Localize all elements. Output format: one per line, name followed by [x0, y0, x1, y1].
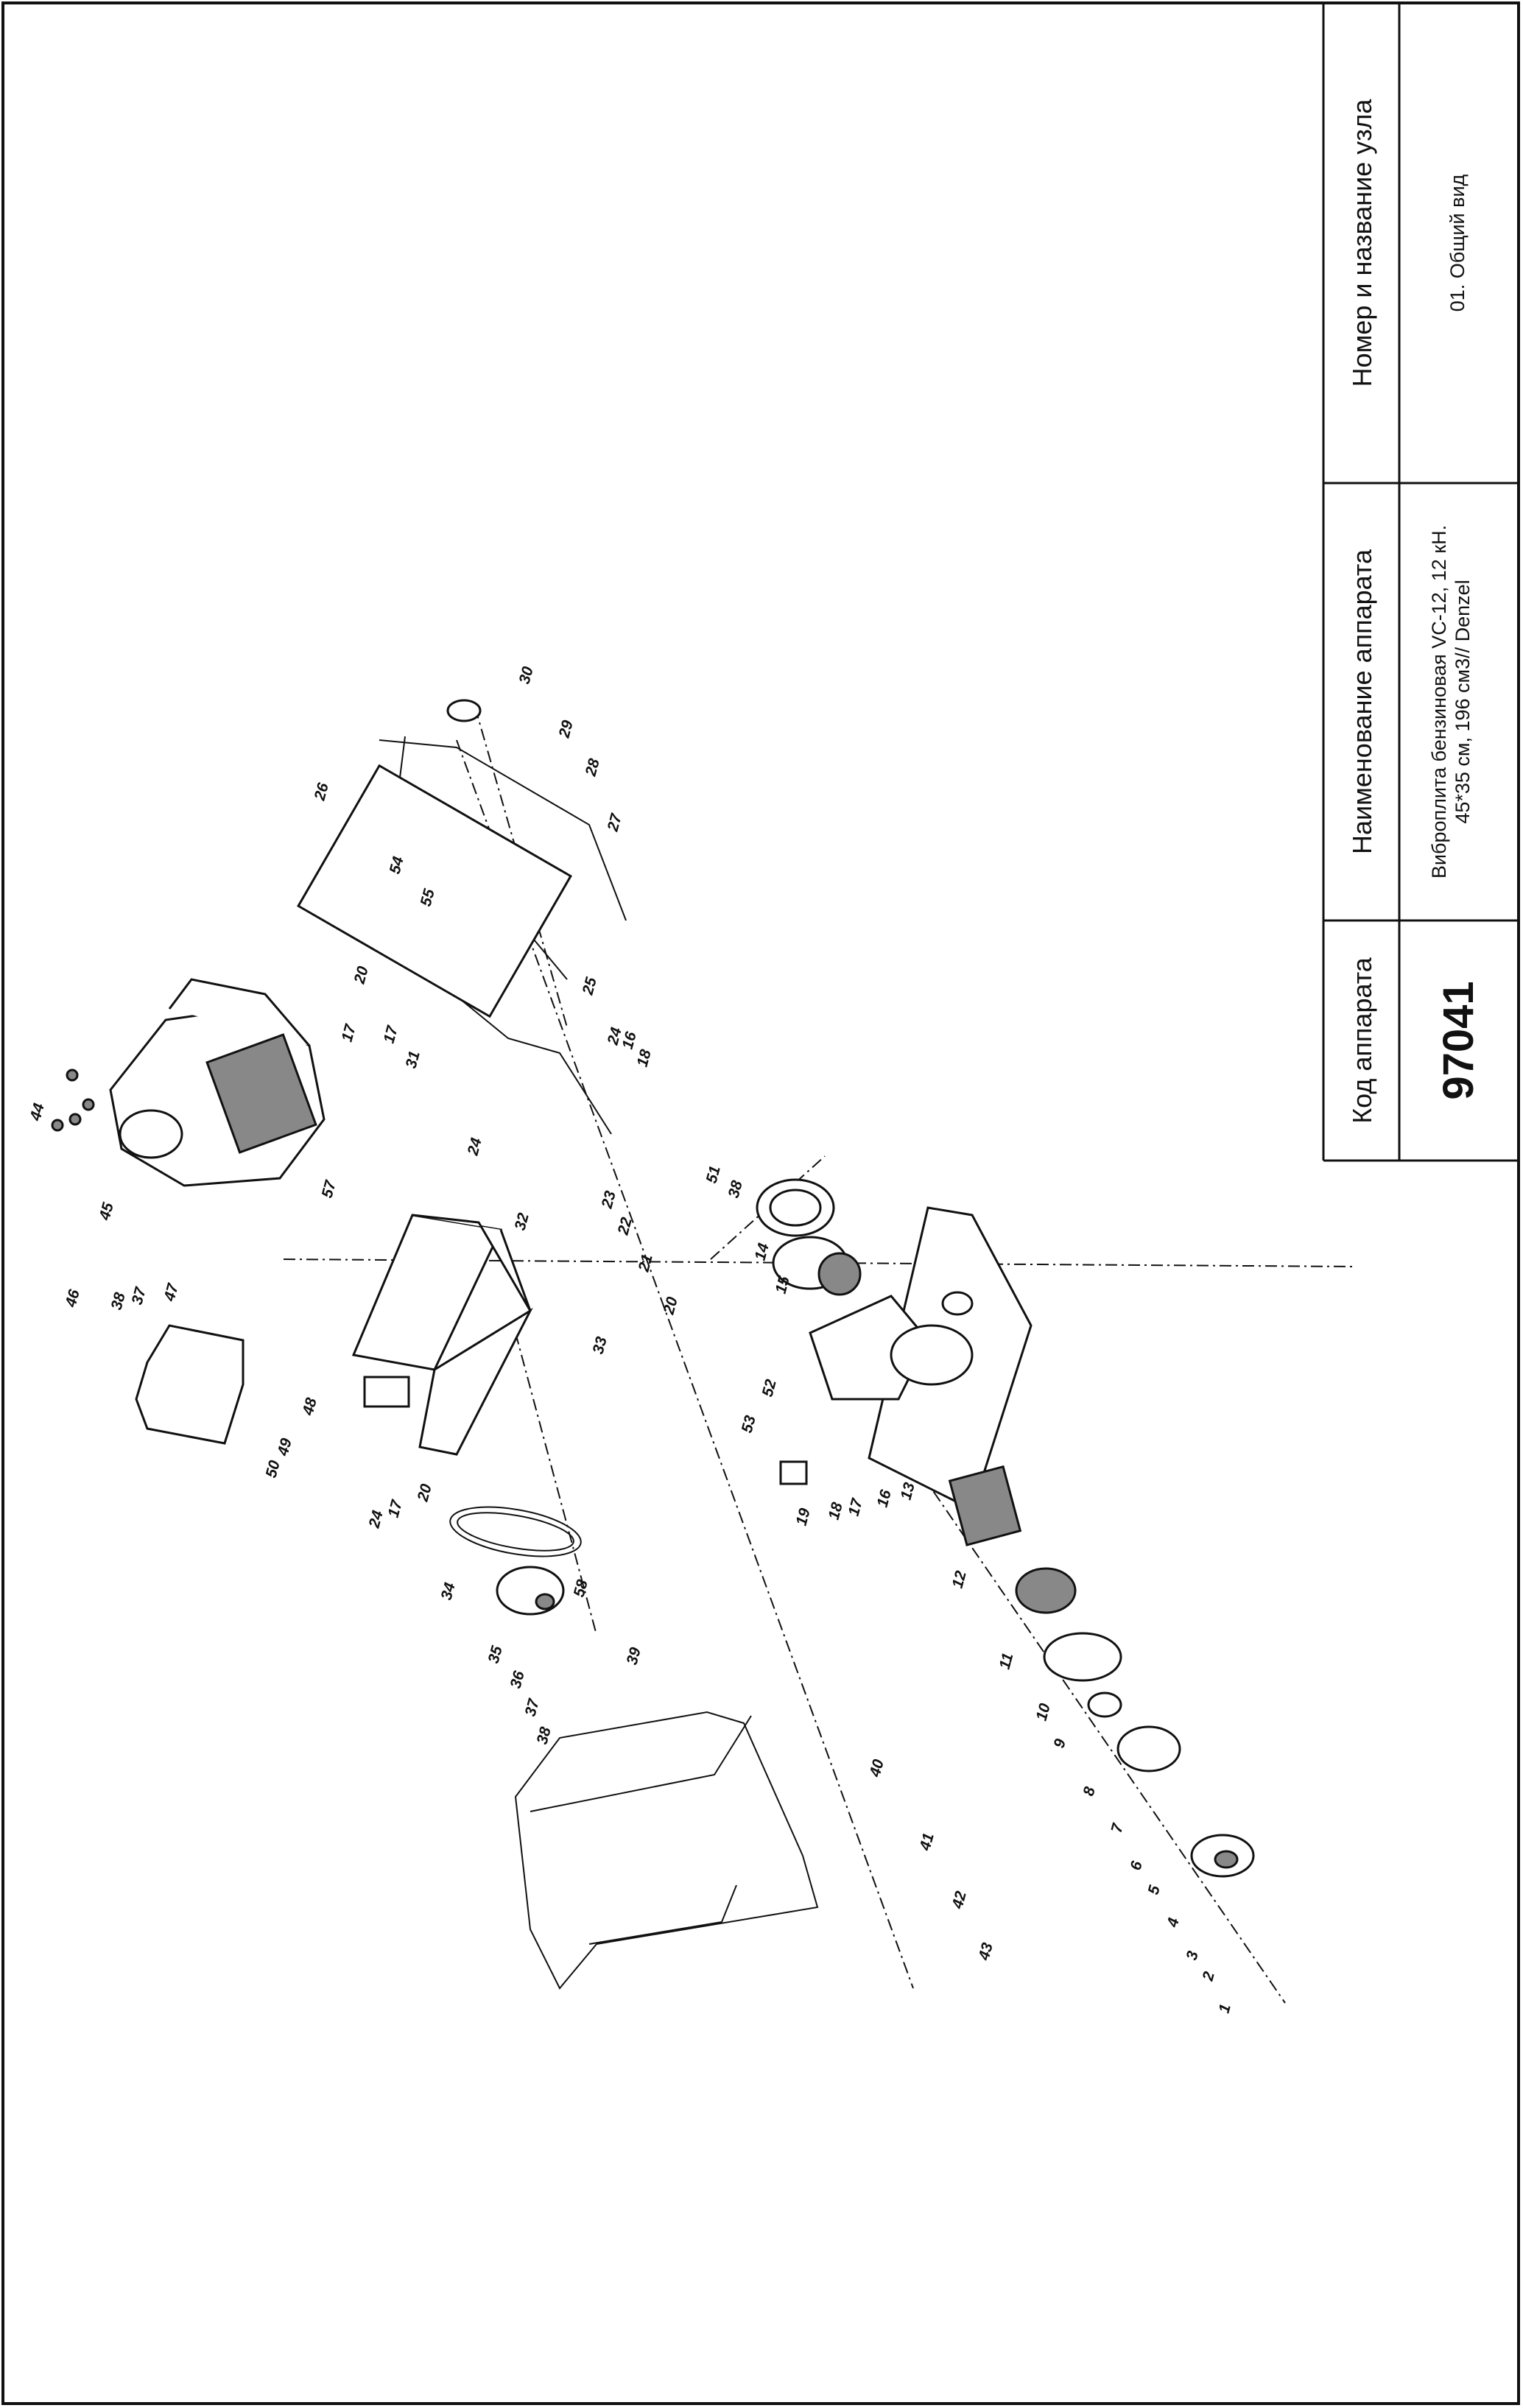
callout-38-a: 38 — [108, 1290, 129, 1312]
callout-49: 49 — [274, 1436, 295, 1458]
callout-31: 31 — [403, 1049, 423, 1071]
code-header: Код аппарата — [1347, 957, 1377, 1124]
exciter-parts — [756, 1178, 1255, 1878]
callout-41: 41 — [916, 1831, 938, 1853]
callout-51: 51 — [703, 1164, 724, 1186]
callout-17-a: 17 — [381, 1024, 402, 1046]
callout-6: 6 — [1128, 1859, 1146, 1873]
callout-8: 8 — [1080, 1785, 1099, 1798]
callout-52: 52 — [759, 1377, 780, 1398]
callout-35: 35 — [485, 1644, 506, 1665]
callout-37-lower: 37 — [522, 1697, 544, 1719]
base-plate — [809, 1206, 1033, 1512]
callout-47: 47 — [161, 1281, 182, 1304]
callout-28: 28 — [582, 756, 603, 778]
callout-19: 19 — [793, 1506, 814, 1527]
callout-13: 13 — [898, 1480, 918, 1502]
node-value: 01. Общий вид — [1446, 174, 1469, 311]
callout-38-b: 38 — [534, 1725, 555, 1746]
belt-and-pulley — [449, 1506, 582, 1616]
callout-37-upper: 37 — [129, 1285, 150, 1307]
callout-17-c: 17 — [385, 1498, 407, 1520]
callout-57: 57 — [319, 1178, 340, 1200]
title-block: Код аппарата 97041 Наименование аппарата… — [1322, 3, 1519, 1162]
handle — [297, 699, 627, 1135]
device-name-line2: 45*35 см, 196 см3// Denzel — [1452, 580, 1474, 823]
callout-39: 39 — [624, 1645, 644, 1666]
callout-2: 2 — [1199, 1970, 1218, 1984]
callout-14: 14 — [752, 1241, 773, 1262]
callout-18-a: 18 — [634, 1047, 655, 1069]
callout-23: 23 — [598, 1189, 619, 1211]
callout-20-b: 20 — [414, 1482, 435, 1504]
callout-11: 11 — [996, 1651, 1017, 1671]
callout-16-lower: 16 — [874, 1488, 895, 1509]
callout-42: 42 — [949, 1889, 970, 1911]
callout-17-b: 17 — [339, 1022, 360, 1044]
code-value: 97041 — [1435, 981, 1482, 1099]
callout-36: 36 — [507, 1669, 528, 1690]
callout-5: 5 — [1145, 1884, 1164, 1897]
node-header: Номер и название узла — [1347, 99, 1377, 387]
callout-24-b: 24 — [464, 1136, 485, 1158]
callout-21: 21 — [635, 1253, 656, 1274]
callout-45: 45 — [96, 1200, 117, 1222]
callout-58: 58 — [571, 1577, 591, 1599]
callout-17-d: 17 — [845, 1496, 867, 1518]
callout-30: 30 — [516, 664, 537, 686]
callout-48: 48 — [299, 1395, 320, 1418]
mounting-box — [351, 1214, 533, 1456]
callout-4: 4 — [1164, 1916, 1183, 1930]
engine — [51, 978, 326, 1187]
callout-20-a: 20 — [351, 964, 372, 986]
callout-32: 32 — [512, 1211, 532, 1232]
callout-7: 7 — [1108, 1821, 1128, 1835]
callout-53: 53 — [739, 1413, 759, 1434]
callout-10: 10 — [1033, 1701, 1054, 1722]
callout-33: 33 — [590, 1334, 611, 1356]
callout-50: 50 — [263, 1458, 284, 1479]
callout-44: 44 — [27, 1101, 48, 1123]
belt-cover — [135, 1324, 245, 1445]
callout-26: 26 — [311, 781, 332, 803]
callout-40: 40 — [866, 1757, 887, 1779]
guard-frame — [514, 1711, 819, 1990]
callout-20-c: 20 — [660, 1295, 681, 1317]
device-name-line1: Виброплита бензиновая VC-12, 12 кН. — [1428, 525, 1450, 879]
callout-18-b: 18 — [826, 1500, 846, 1521]
callout-12: 12 — [949, 1569, 970, 1590]
callout-1: 1 — [1216, 2002, 1234, 2015]
callout-3: 3 — [1183, 1949, 1202, 1962]
callout-25: 25 — [579, 975, 600, 997]
callout-27: 27 — [604, 812, 625, 834]
callout-9: 9 — [1051, 1737, 1069, 1750]
callout-46: 46 — [62, 1287, 83, 1309]
callout-24-c: 24 — [365, 1508, 387, 1530]
callout-38-c: 38 — [725, 1178, 746, 1200]
device-name-header: Наименование аппарата — [1347, 549, 1377, 854]
callout-34: 34 — [438, 1580, 459, 1602]
callout-29: 29 — [555, 718, 577, 740]
callout-43: 43 — [975, 1940, 996, 1962]
